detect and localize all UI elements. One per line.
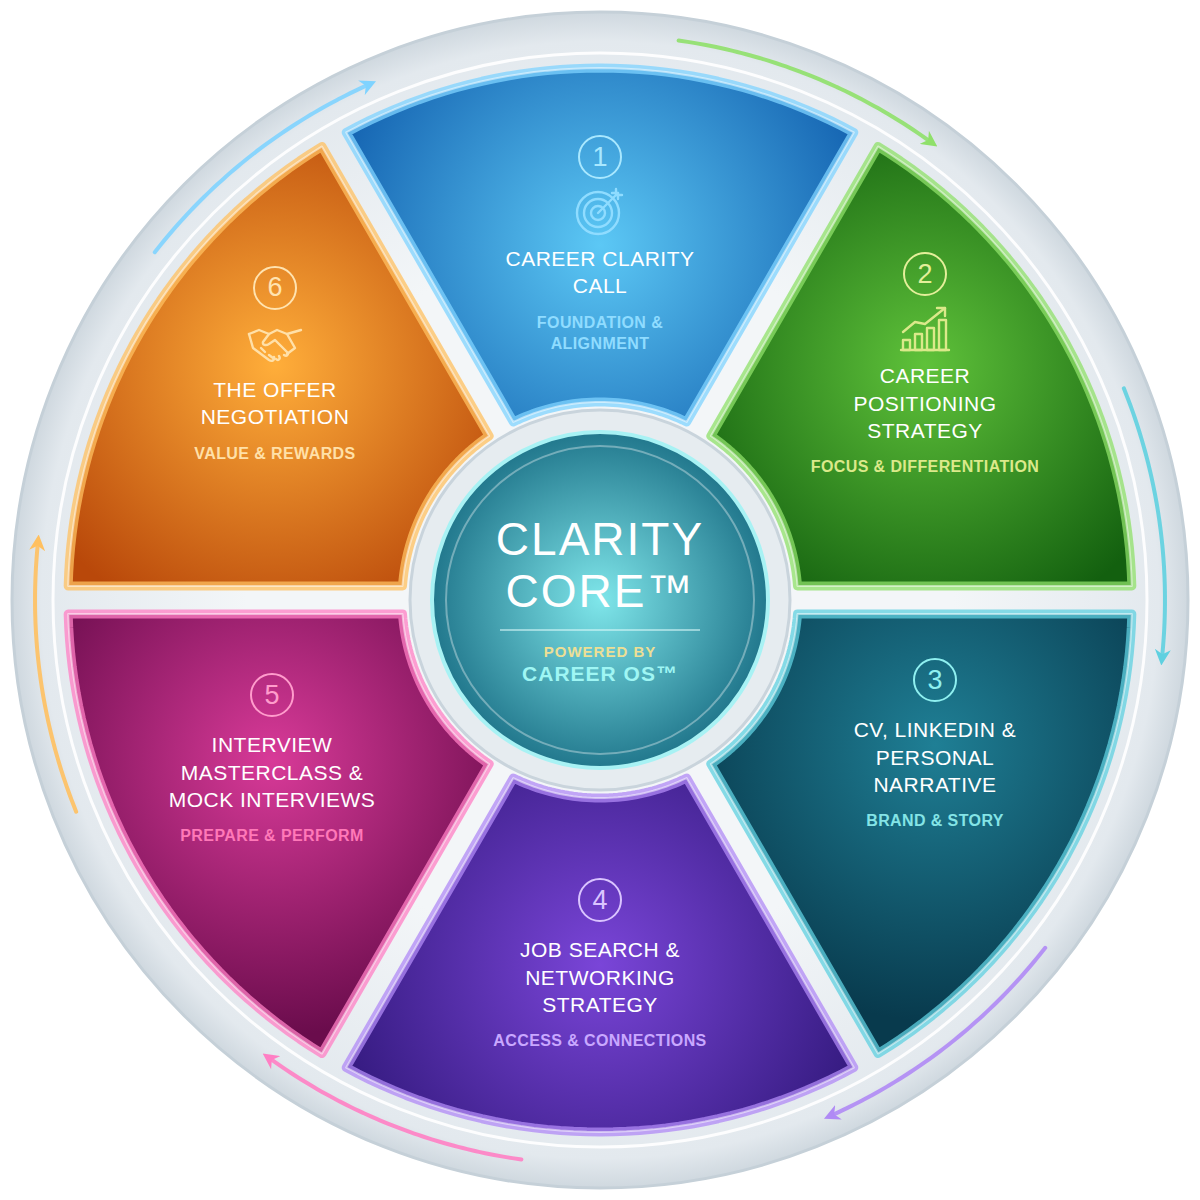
segment-gloss: [711, 146, 1132, 586]
step-title: INTERVIEW MASTERCLASS & MOCK INTERVIEWS: [155, 731, 390, 813]
icon-stroke: [598, 193, 618, 213]
step-subtitle: FOUNDATION & ALIGNMENT: [500, 312, 700, 355]
segment-fill: [68, 146, 489, 586]
text-column: 6THE OFFER NEGOTIATION VALUE & REWARDS: [175, 266, 375, 464]
icon-ring: [577, 192, 619, 234]
step-segment: 2CAREER POSITIONING STRATEGY FOCUS & DIFF…: [700, 136, 1142, 596]
step-subtitle: ACCESS & CONNECTIONS: [493, 1030, 706, 1052]
step-number: 6: [253, 266, 297, 310]
core-gloss: [446, 446, 754, 754]
icon-stroke: [287, 330, 301, 354]
core-fill: [432, 432, 768, 768]
step-number: 2: [903, 252, 947, 296]
step-title: CAREER CLARITY CALL: [500, 245, 700, 300]
text-column: 1CAREER CLARITY CALL FOUNDATION & ALIGNME…: [500, 135, 700, 355]
core-tagline: POWERED BY: [544, 643, 657, 660]
step-number: 3: [913, 658, 957, 702]
icon-stroke: [263, 334, 288, 356]
text-column: 2CAREER POSITIONING STRATEGY FOCUS & DIFF…: [805, 252, 1045, 477]
step-number: 1: [578, 135, 622, 179]
text-column: 4JOB SEARCH & NETWORKING STRATEGY ACCESS …: [470, 878, 730, 1051]
segment-fill: [68, 614, 489, 1054]
target-icon: [572, 187, 628, 237]
text-column: 5INTERVIEW MASTERCLASS & MOCK INTERVIEWS…: [155, 673, 390, 846]
step-subtitle: VALUE & REWARDS: [194, 443, 355, 465]
step-title: CV, LINKEDIN & PERSONAL NARRATIVE: [820, 716, 1050, 798]
step-segment: 6THE OFFER NEGOTIATION VALUE & REWARDS: [58, 136, 500, 597]
core-brand: CAREER OS™: [522, 662, 678, 686]
chart-icon: [897, 304, 953, 354]
step-segment: 5INTERVIEW MASTERCLASS & MOCK INTERVIEWS…: [58, 604, 500, 1064]
step-title: JOB SEARCH & NETWORKING STRATEGY: [470, 936, 730, 1018]
text-column: 3CV, LINKEDIN & PERSONAL NARRATIVE BRAND …: [820, 658, 1050, 831]
step-subtitle: BRAND & STORY: [866, 810, 1004, 832]
segment-fill: [711, 146, 1132, 586]
icon-stroke: [612, 189, 622, 199]
core-divider: [500, 629, 700, 631]
step-number: 5: [250, 673, 294, 717]
icon-stroke: [937, 308, 945, 316]
segment-shape: [58, 136, 500, 597]
core-title: CLARITY CORE™: [460, 514, 740, 617]
core-rim: [410, 410, 790, 790]
hand-icon: [247, 318, 303, 368]
text-column: CLARITY CORE™ POWERED BY CAREER OS™: [460, 514, 740, 686]
icon-stroke: [261, 348, 280, 360]
icon-stroke: [901, 349, 949, 351]
segment-gloss: [68, 146, 489, 586]
step-title: THE OFFER NEGOTIATION: [175, 376, 375, 431]
step-subtitle: PREPARE & PERFORM: [180, 825, 363, 847]
ring-highlight: [53, 53, 1147, 1147]
core-circle: CLARITY CORE™ POWERED BY CAREER OS™: [428, 428, 772, 772]
step-title: CAREER POSITIONING STRATEGY: [805, 362, 1045, 444]
icon-stroke: [903, 308, 945, 332]
ring-disc: [12, 12, 1188, 1188]
step-number: 4: [578, 878, 622, 922]
segment-gloss: [68, 614, 489, 1054]
step-subtitle: FOCUS & DIFFERENTIATION: [811, 456, 1039, 478]
